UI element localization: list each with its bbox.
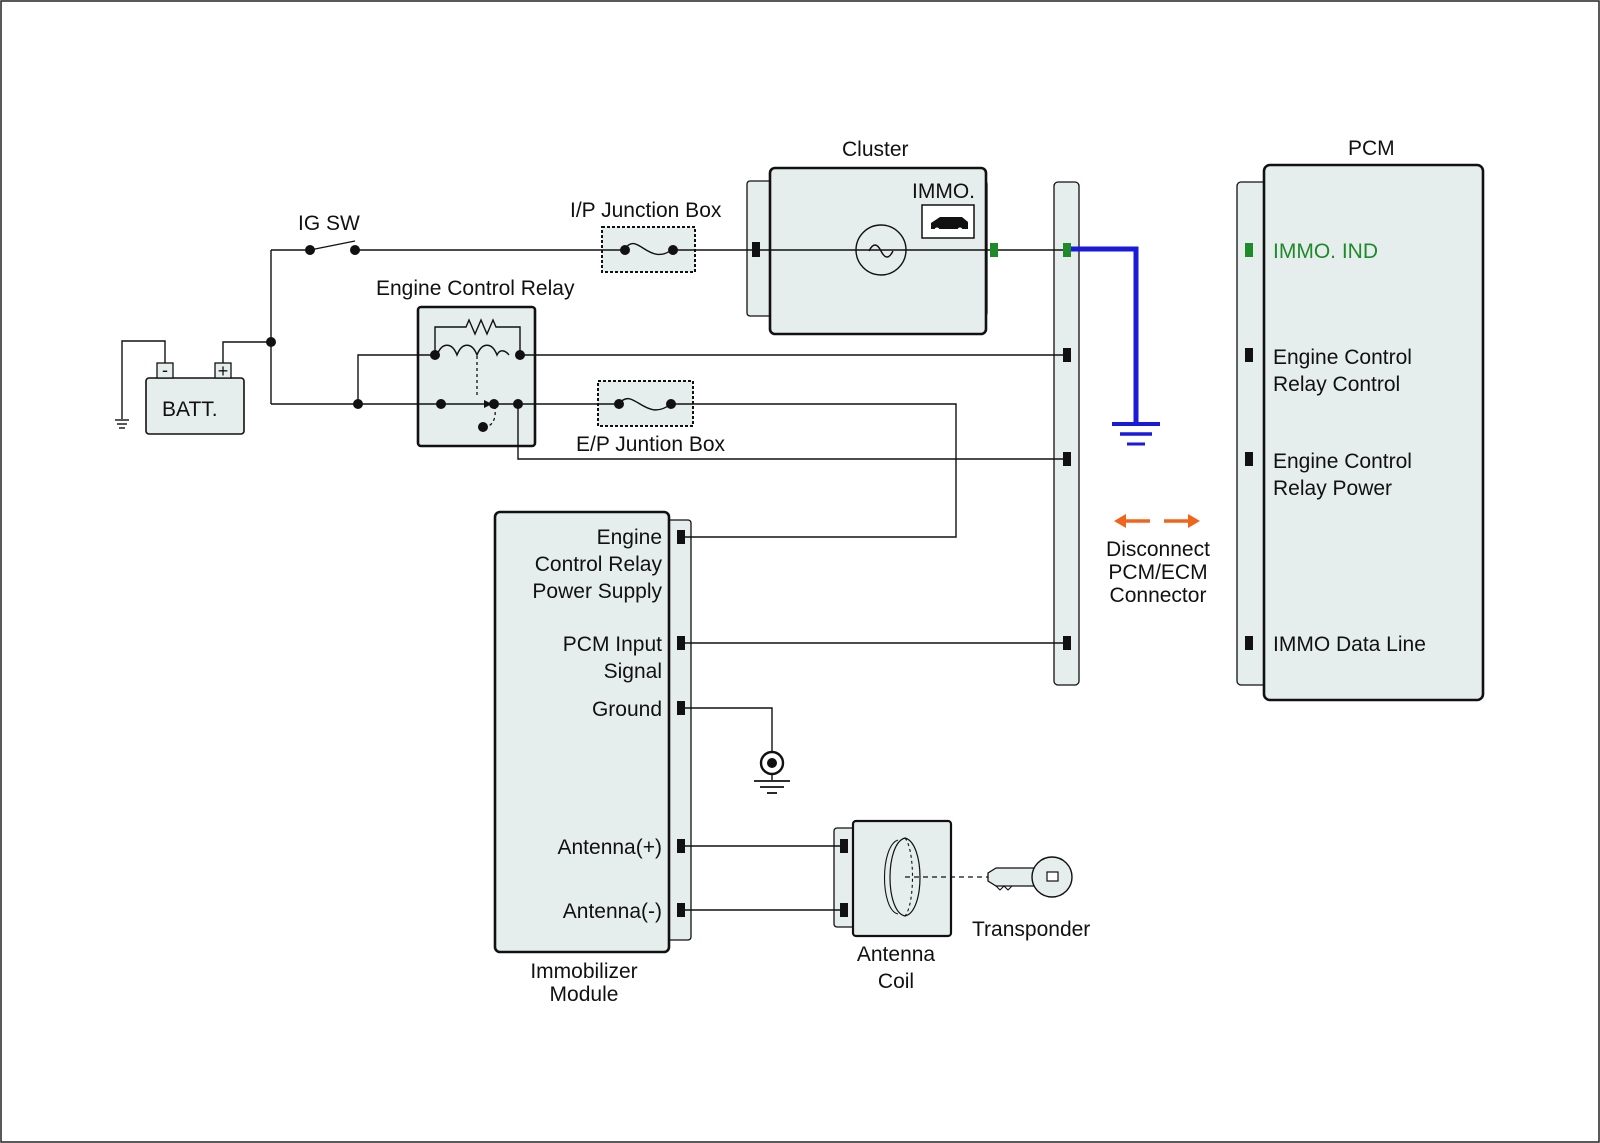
- imm-pin-antenna-minus-label: Antenna(-): [563, 900, 662, 923]
- antenna-coil: [833, 819, 988, 938]
- imm-pin-relay-power-line2: Control Relay: [535, 553, 663, 576]
- imm-pin-relay-power-line1: Engine: [597, 526, 662, 549]
- cluster: [746, 166, 988, 336]
- cluster-immo-pin: [990, 243, 998, 257]
- pcm-pin-immo-ind-label: IMMO. IND: [1273, 240, 1378, 263]
- imm-pin-pcm-input-line2: Signal: [604, 660, 662, 683]
- pcm-pin-relay-power-line1: Engine Control: [1273, 450, 1412, 473]
- pcm-pin-relay-power-line2: Relay Power: [1273, 477, 1392, 500]
- imm-pin-antenna-plus-label: Antenna(+): [558, 836, 663, 859]
- antenna-coil-label-line2: Coil: [878, 970, 914, 993]
- battery-label: BATT.: [162, 398, 218, 421]
- ip-junction-box-label: I/P Junction Box: [570, 199, 722, 222]
- transponder-label: Transponder: [972, 918, 1090, 941]
- disconnect-note-line2: PCM/ECM: [1108, 561, 1207, 584]
- ep-junction-box-label: E/P Juntion Box: [576, 433, 726, 456]
- battery-plus-sign: +: [218, 361, 229, 381]
- immobilizer-car-icon: [921, 204, 975, 239]
- connector-pins: [677, 242, 1253, 917]
- disconnect-note-line1: Disconnect: [1106, 538, 1210, 561]
- pcm-pin-relay-control-line2: Relay Control: [1273, 373, 1400, 396]
- pcm: [1236, 163, 1485, 702]
- ig-switch-label: IG SW: [298, 212, 360, 235]
- junction-dots: [266, 245, 678, 432]
- pcm-immo-ind-pin: [1245, 243, 1253, 257]
- imm-pin-pcm-input-line1: PCM Input: [563, 633, 662, 656]
- pcm-ecm-connector: [1053, 181, 1080, 686]
- immobilizer-module: [493, 510, 692, 954]
- battery: [145, 362, 245, 435]
- cluster-label: Cluster: [842, 138, 909, 161]
- engine-control-relay: [416, 305, 537, 448]
- ground-symbol-icon: [754, 750, 790, 794]
- connector-immo-pin: [1063, 243, 1071, 257]
- immo-indicator-label: IMMO.: [912, 180, 975, 203]
- imm-pin-relay-power-line3: Power Supply: [532, 580, 662, 603]
- immobilizer-module-label-line1: Immobilizer: [530, 960, 637, 983]
- pcm-label: PCM: [1348, 137, 1395, 160]
- battery-minus-sign: -: [162, 360, 168, 380]
- imm-pin-ground-label: Ground: [592, 698, 662, 721]
- antenna-coil-label-line1: Antenna: [857, 943, 936, 966]
- disconnect-arrows-icon: [1114, 514, 1200, 528]
- engine-control-relay-label: Engine Control Relay: [376, 277, 575, 300]
- disconnect-note-line3: Connector: [1110, 584, 1207, 607]
- highlighted-ground-wire: [1068, 246, 1139, 423]
- pcm-pin-immo-data-label: IMMO Data Line: [1273, 633, 1426, 656]
- pcm-pin-relay-control-line1: Engine Control: [1273, 346, 1412, 369]
- immobilizer-module-label-line2: Module: [550, 983, 619, 1006]
- transponder-key-icon: [987, 856, 1073, 898]
